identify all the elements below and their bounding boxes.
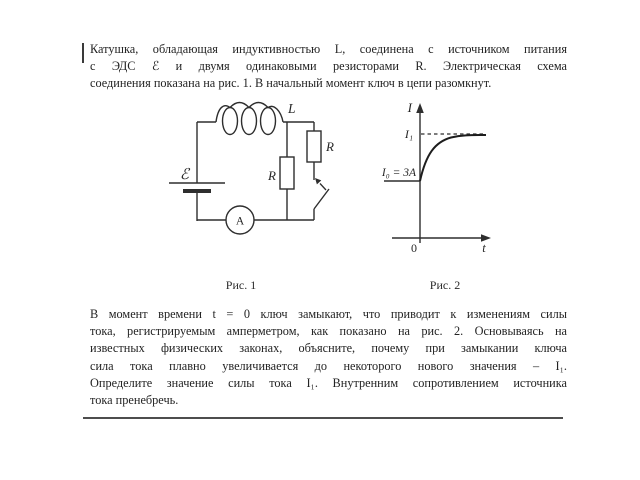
x-axis-arrow-icon [481, 234, 491, 242]
emf-label: ℰ [180, 167, 191, 183]
intro-line: Катушка, обладающая индуктивностью L, со… [90, 42, 567, 56]
fig1-caption: Рис. 1 [225, 278, 257, 292]
resistor-mid [279, 156, 295, 190]
intro-line: с ЭДС ℰ и двумя одинаковыми резисторами … [90, 59, 567, 74]
x-axis-label: t [482, 241, 486, 255]
y-axis-label: I [407, 100, 413, 115]
switch-open [313, 178, 330, 220]
i0-value-label: I₀ = 3А [381, 167, 417, 179]
resistor-mid-label: R [267, 168, 276, 183]
current-curve [419, 134, 487, 182]
task-line: В момент времени t = 0 ключ замыкают, чт… [90, 307, 567, 321]
resistor-right [306, 130, 322, 163]
figures-canvas: ℰ L R R A I I₁ I₀ = 3А 0 t [169, 100, 491, 255]
circuit-diagram [169, 101, 330, 235]
task-line: Определите значение силы тока I₁. Внутре… [90, 375, 567, 390]
intro-line: соединения показана на рис. 1. В начальн… [90, 76, 492, 91]
switch-arrow-icon [315, 178, 322, 185]
task-line: тока, регистрируемым амперметром, как по… [90, 324, 567, 339]
inductor-label: L [287, 101, 296, 116]
ammeter-label: A [236, 216, 245, 228]
origin-label: 0 [411, 241, 417, 255]
intro-paragraph: Катушка, обладающая индуктивностью L, со… [90, 41, 567, 93]
task-paragraph: В момент времени t = 0 ключ замыкают, чт… [90, 306, 567, 409]
resistor-right-label: R [325, 139, 334, 154]
paragraph-marker-bar [82, 43, 84, 63]
bottom-divider [83, 417, 563, 419]
task-line: сила тока плавно увеличивается до некото… [90, 358, 567, 373]
current-time-graph [384, 103, 491, 243]
inductor-coil [215, 101, 284, 136]
wire [196, 191, 226, 221]
battery-symbol [169, 182, 225, 193]
fig2-caption: Рис. 2 [429, 278, 461, 292]
task-line: известных физических законах, объясните,… [90, 341, 567, 356]
i1-label: I₁ [404, 127, 413, 141]
y-axis-arrow-icon [416, 103, 424, 113]
task-line: тока пренебречь. [90, 393, 179, 408]
